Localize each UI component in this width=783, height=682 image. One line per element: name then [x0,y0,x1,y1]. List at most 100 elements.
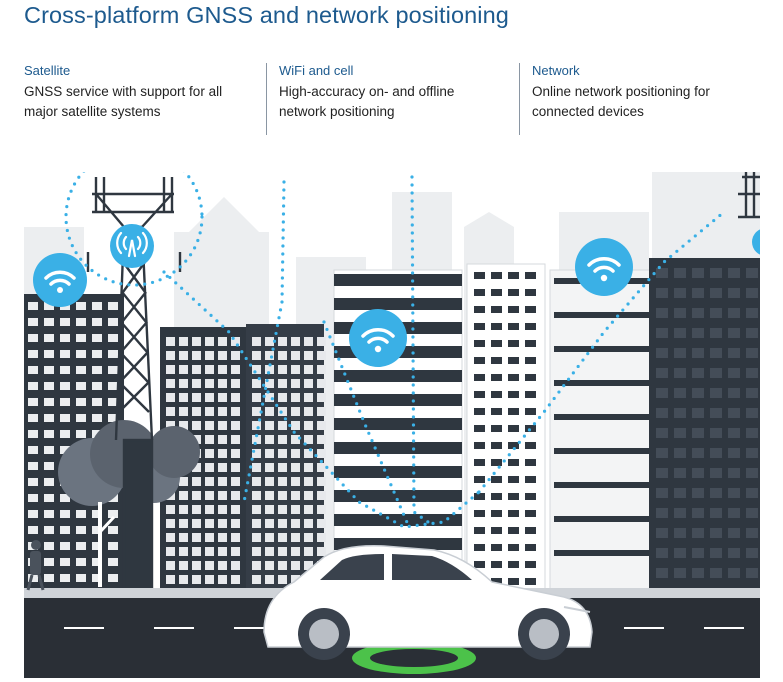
building-window [252,505,261,514]
building-window [231,337,240,346]
building-window [278,575,287,584]
building-window [291,491,300,500]
left-dark-building [24,294,124,589]
building-window [218,337,227,346]
building-window [108,318,118,326]
building-window [108,382,118,390]
building-window [525,510,536,517]
building-window [525,578,536,585]
building-window [218,449,227,458]
building-window [317,351,326,360]
building-window [252,379,261,388]
building-window [218,533,227,542]
building-window [474,527,485,534]
building-window [317,393,326,402]
building-window [728,308,740,318]
building-window [92,542,102,550]
building-window [656,308,668,318]
building-window [166,519,175,528]
building-window [60,350,70,358]
building-window [76,318,86,326]
building-window [291,365,300,374]
building-window [692,568,704,578]
building-window [474,340,485,347]
building-window [728,568,740,578]
building-window [710,448,722,458]
building-window [265,463,274,472]
building-window [60,542,70,550]
building-window [317,379,326,388]
building-window [746,488,758,498]
building-window [278,449,287,458]
building-window [491,289,502,296]
building-window [692,408,704,418]
building-window [710,388,722,398]
building-window [192,575,201,584]
building-window [692,368,704,378]
building-window [728,528,740,538]
building-window [656,488,668,498]
building-window [205,379,214,388]
building-window [317,421,326,430]
building-window [317,533,326,542]
building-window [291,379,300,388]
building-window [710,428,722,438]
building-window [674,308,686,318]
building-window [656,408,668,418]
building-window [525,544,536,551]
building-window [28,510,38,518]
building-window [491,561,502,568]
building-window [76,558,86,566]
building-window [746,408,758,418]
building-window [252,533,261,542]
building-window [304,351,313,360]
building-window [179,421,188,430]
building-window [108,526,118,534]
building-window [28,494,38,502]
building-window [205,449,214,458]
building-window [710,548,722,558]
feature-satellite-body-line2: major satellite systems [24,104,161,119]
building-window [231,477,240,486]
building-window [291,561,300,570]
location-marker [352,642,476,674]
building-window [179,561,188,570]
building-window [728,488,740,498]
building-window [491,323,502,330]
building-window [491,391,502,398]
grid-tower [466,263,546,591]
building-window [291,449,300,458]
building-window [746,568,758,578]
building-window [508,374,519,381]
building-window [334,442,462,454]
building-window [334,298,462,310]
building-window [317,449,326,458]
building-window [92,574,102,582]
building-window [508,510,519,517]
building-window [60,430,70,438]
building-window [166,407,175,416]
building-window [554,516,650,522]
building-window [304,337,313,346]
building-window [205,575,214,584]
building-window [28,350,38,358]
building-window [692,428,704,438]
building-window [525,527,536,534]
center-left-buildings [160,324,326,589]
building-window [278,393,287,402]
building-window [252,407,261,416]
cell-tower-icon [110,224,154,268]
building-window [231,575,240,584]
signal-paths [64,172,726,529]
building-window [252,435,261,444]
building-window [304,547,313,556]
building-window [179,491,188,500]
building-window [192,407,201,416]
building-window [60,334,70,342]
building-window [692,288,704,298]
building-window [291,575,300,584]
building-window [205,337,214,346]
building-window [60,414,70,422]
building-window [491,493,502,500]
building-window [166,533,175,542]
